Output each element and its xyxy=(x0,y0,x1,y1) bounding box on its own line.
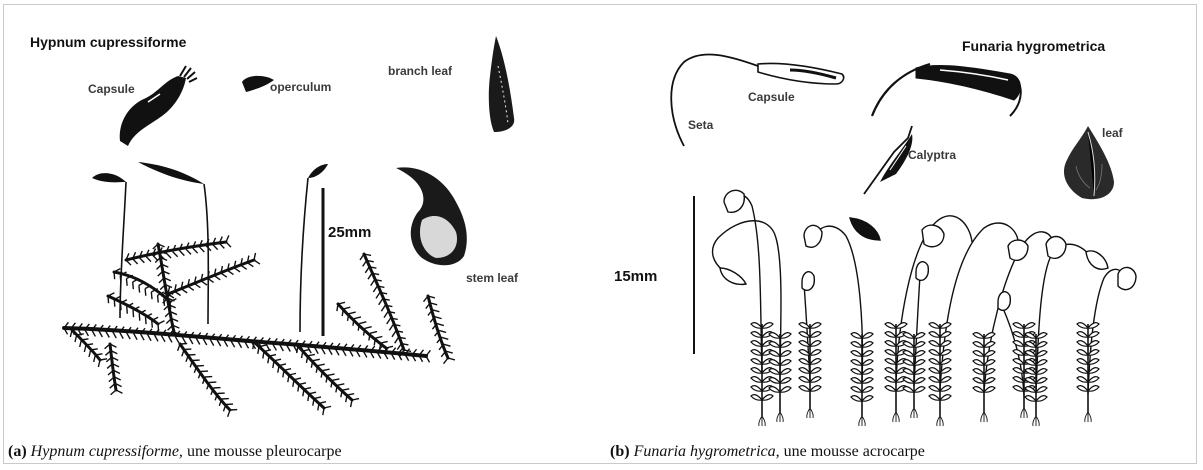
panel-b: Funaria hygrometrica Seta Capsule Calypt… xyxy=(610,6,1194,431)
scale-label-b: 15mm xyxy=(614,268,657,285)
hypnum-capsule-detail xyxy=(120,66,197,146)
panel-b-title: Funaria hygrometrica xyxy=(962,38,1105,54)
funaria-setae xyxy=(713,195,1126,396)
funaria-hanging-capsules xyxy=(720,190,1136,310)
funaria-capsule-detail xyxy=(872,64,1021,116)
caption-b-prefix: (b) xyxy=(610,443,630,460)
capsule-label-a: Capsule xyxy=(88,82,135,96)
stem-leaf-detail xyxy=(396,167,467,265)
calyptra-detail xyxy=(864,126,912,194)
funaria-leafy-shoots xyxy=(751,323,1099,426)
operculum-label: operculum xyxy=(270,80,331,94)
panel-a-title: Hypnum cupressiforme xyxy=(30,34,186,50)
scale-label-a: 25mm xyxy=(328,224,371,241)
seta-label: Seta xyxy=(688,118,713,132)
capsule-label-b: Capsule xyxy=(748,90,795,104)
caption-b-text: une mousse acrocarpe xyxy=(784,443,925,460)
caption-a-text: une mousse pleurocarpe xyxy=(187,443,342,460)
caption-a-prefix: (a) xyxy=(8,443,27,460)
calyptra-label: Calyptra xyxy=(908,148,956,162)
panel-a-illustration xyxy=(8,6,588,431)
caption-b-species: Funaria hygrometrica, xyxy=(634,443,780,460)
hypnum-attached-capsules xyxy=(92,162,328,184)
panel-b-illustration xyxy=(610,6,1194,431)
branch-leaf-label: branch leaf xyxy=(388,64,452,78)
leaf-label-b: leaf xyxy=(1102,126,1123,140)
stem-leaf-label: stem leaf xyxy=(466,271,518,285)
caption-a: (a) Hypnum cupressiforme, une mousse ple… xyxy=(8,443,342,461)
panel-a: Hypnum cupressiforme Capsule operculum b… xyxy=(8,6,588,431)
caption-a-species: Hypnum cupressiforme, xyxy=(31,443,183,460)
branch-leaf-detail xyxy=(489,36,514,132)
caption-b: (b) Funaria hygrometrica, une mousse acr… xyxy=(610,443,925,461)
